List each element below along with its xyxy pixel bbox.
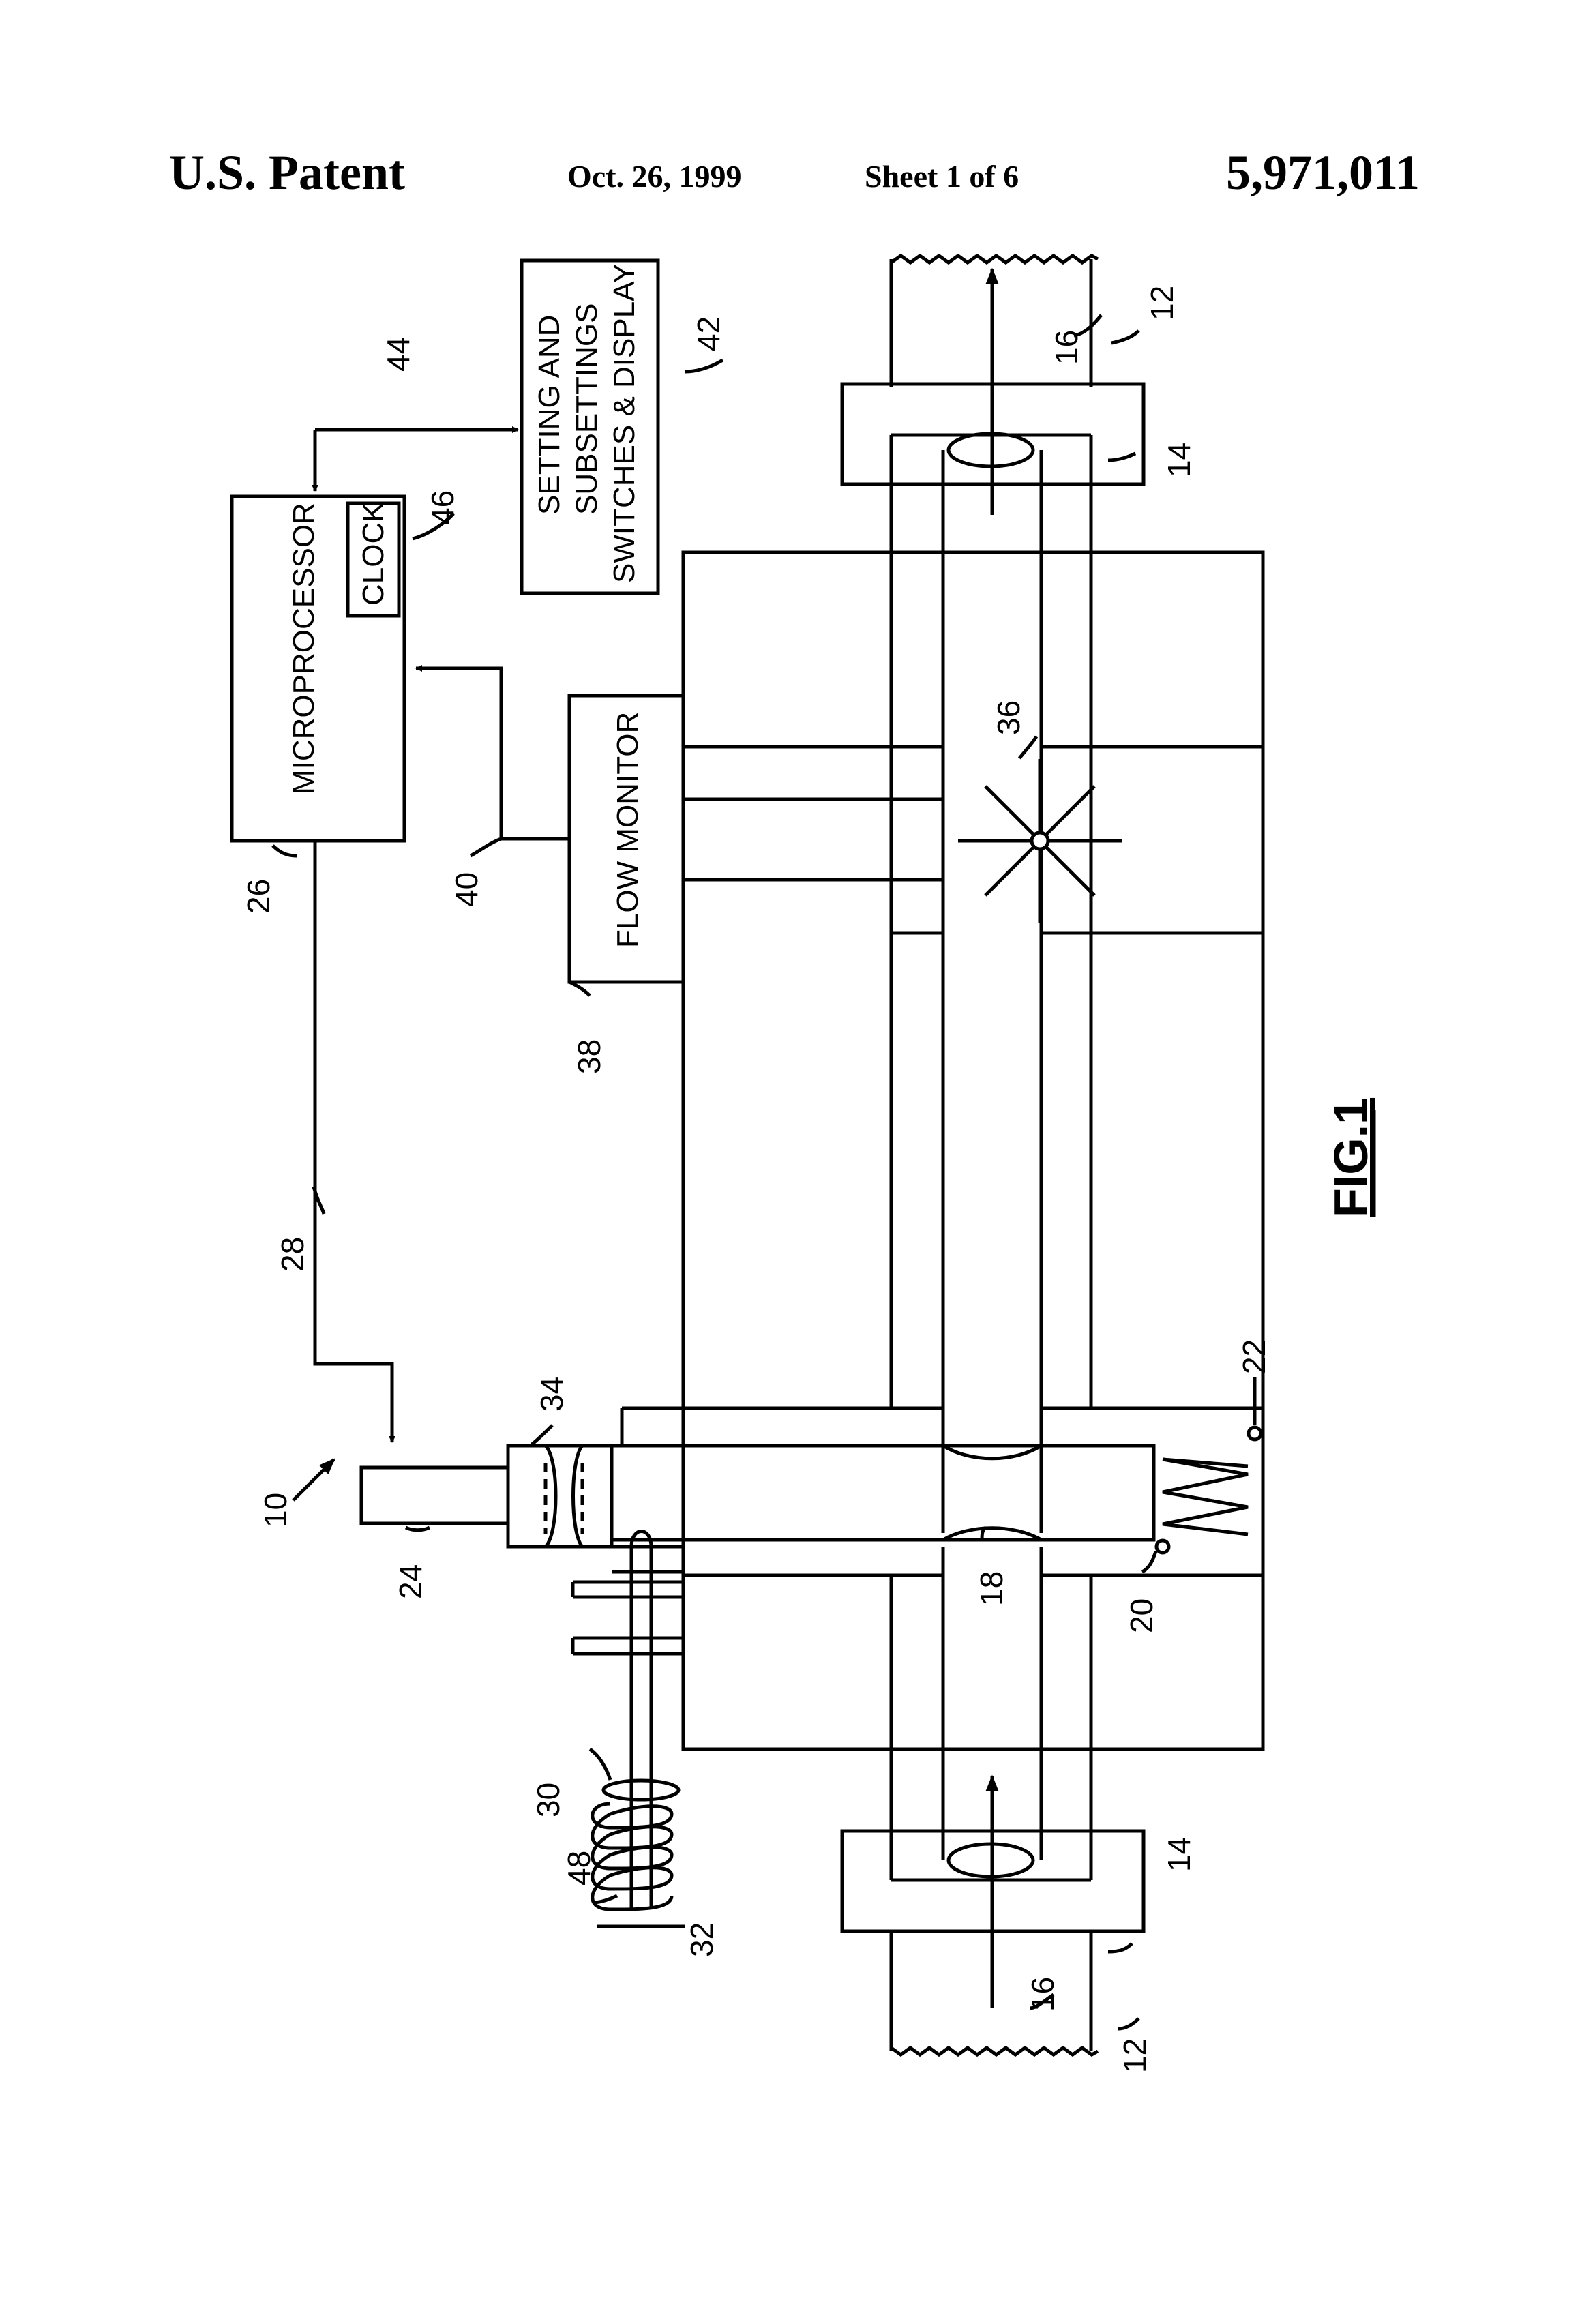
wire-40: [416, 668, 569, 839]
settings-label-line1: SETTING AND: [533, 315, 566, 515]
ref-18: 18: [974, 1571, 1009, 1606]
ref-24: 24: [393, 1564, 428, 1599]
ref-arrow-10: [293, 1459, 334, 1500]
ref-26: 26: [241, 879, 276, 914]
settings-label-line3: SWITCHES & DISPLAY: [608, 263, 641, 583]
ref-12-top: 12: [1144, 286, 1180, 321]
actuator-body: [508, 1446, 612, 1547]
ref-40: 40: [449, 872, 484, 907]
ref-16-bottom: 16: [1025, 1977, 1060, 2012]
wire-28: [315, 841, 392, 1442]
ref-22: 22: [1236, 1339, 1272, 1374]
ref-32: 32: [684, 1922, 719, 1957]
ref-12-bottom: 12: [1117, 2038, 1152, 2073]
turbine-wheel: [958, 759, 1122, 923]
valve-stem: [612, 1446, 1154, 1540]
ref-20: 20: [1124, 1598, 1159, 1633]
ref-46: 46: [425, 490, 460, 525]
manual-spring: [593, 1781, 685, 1926]
microprocessor-label: MICROPROCESSOR: [287, 503, 320, 794]
flow-monitor-label: FLOW MONITOR: [611, 712, 644, 948]
ref-14-top: 14: [1161, 443, 1197, 477]
ref-14-bottom: 14: [1161, 1837, 1197, 1872]
clock-label: CLOCK: [357, 502, 390, 606]
ref-48: 48: [561, 1851, 597, 1886]
ref-42: 42: [691, 316, 726, 351]
ref-10: 10: [258, 1493, 293, 1528]
figure-caption: FIG.1: [1324, 1098, 1377, 1217]
return-spring: [1154, 1427, 1261, 1553]
ref-44: 44: [380, 337, 416, 372]
ref-38: 38: [571, 1039, 607, 1074]
valve-housing: [683, 552, 1263, 1749]
ref-34: 34: [534, 1377, 569, 1412]
ref-36: 36: [991, 700, 1026, 735]
settings-label-line2: SUBSETTINGS: [570, 303, 603, 516]
pipe-top-end: [891, 256, 1098, 387]
ref-30: 30: [531, 1783, 566, 1817]
pipe-bottom-end: [891, 1931, 1098, 2055]
ref-16-top: 16: [1049, 330, 1084, 365]
ref-28: 28: [275, 1237, 310, 1272]
solenoid-plunger: [361, 1468, 508, 1523]
